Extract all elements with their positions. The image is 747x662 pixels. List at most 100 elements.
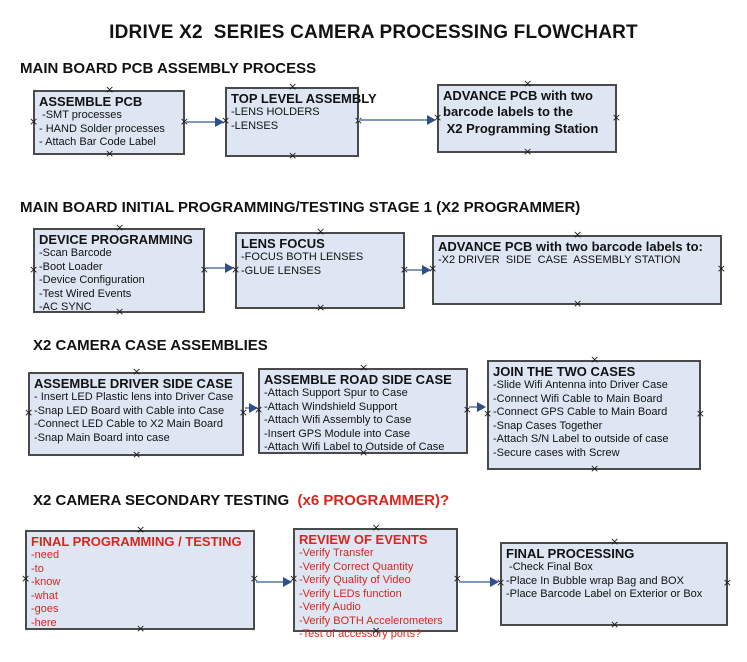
box-line: -Attach Windshield Support	[264, 400, 398, 413]
connector-anchor-icon: ×	[288, 149, 298, 162]
box-line: -Snap Main Board into case	[34, 431, 170, 444]
box-line: -Verify BOTH Accelerometers	[299, 614, 443, 627]
box-line: barcode labels to the	[443, 104, 574, 119]
connector-anchor-icon: ×	[238, 406, 248, 419]
box-line: -goes	[31, 603, 59, 615]
box-lines: -Check Final Box-Place In Bubble wrap Ba…	[506, 561, 723, 602]
flow-box-join-the-two-cases: ×××× JOIN THE TWO CASES -Slide Wifi Ante…	[483, 354, 705, 475]
box-line: -Connect LED Cable to X2 Main Board	[34, 418, 223, 430]
box-line: -Place In Bubble wrap Bag and BOX	[506, 574, 684, 587]
connector-anchor-icon: ×	[573, 228, 583, 241]
box-line: - Insert LED Plastic lens into Driver Ca…	[34, 391, 234, 403]
box-title: FINAL PROGRAMMING / TESTING	[31, 534, 242, 549]
flow-box-lens-focus: ×××× LENS FOCUS -FOCUS BOTH LENSES-GLUE …	[231, 226, 409, 313]
box-line: -Device Configuration	[39, 274, 145, 286]
box-line: X2 Programming Station	[443, 121, 599, 136]
section-heading-secondary-testing: X2 CAMERA SECONDARY TESTING (x6 PROGRAMM…	[33, 492, 449, 509]
box-line: -Boot Loader	[39, 260, 103, 273]
box-line: -FOCUS BOTH LENSES	[241, 251, 364, 263]
box-title: JOIN THE TWO CASES	[493, 364, 636, 379]
box-line: -to	[31, 562, 44, 575]
flow-box-assemble-pcb: ×××× ASSEMBLE PCB -SMT processes- HAND S…	[29, 84, 189, 160]
box-line: - HAND Solder processes	[39, 122, 165, 135]
connector-anchor-icon: ×	[722, 576, 732, 589]
box-line: -Verify Quality of Video	[299, 574, 411, 586]
box-title: TOP LEVEL ASSEMBLY	[231, 91, 377, 106]
section-heading-red-part: (x6 PROGRAMMER)?	[297, 492, 450, 509]
flow-arrow-icon	[256, 581, 290, 583]
box-line: -Verify LEDs function	[299, 587, 402, 600]
box-lines: barcode labels to the X2 Programming Sta…	[443, 103, 612, 137]
flow-box-assemble-road-side-case: ×××× ASSEMBLE ROAD SIDE CASE -Attach Sup…	[254, 362, 472, 458]
flow-box-final-processing: ×××× FINAL PROCESSING -Check Final Box-P…	[496, 536, 732, 630]
flow-box-top-level-assembly: ×××× TOP LEVEL ASSEMBLY -LENS HOLDERS-LE…	[221, 81, 377, 162]
box-title: ASSEMBLE PCB	[39, 94, 143, 109]
box-line: -AC SYNC	[39, 301, 92, 313]
connector-anchor-icon: ×	[523, 77, 533, 90]
connector-anchor-icon: ×	[132, 365, 142, 378]
box-lines: -Attach Support Spur to Case-Attach Wind…	[264, 387, 463, 455]
box-line: -Connect GPS Cable to Main Board	[493, 406, 668, 418]
connector-anchor-icon: ×	[590, 462, 600, 475]
box-line: -Verify Audio	[299, 601, 361, 613]
connector-anchor-icon: ×	[359, 361, 369, 374]
box-line: -LENSES	[231, 119, 279, 132]
box-line: -Verify Transfer	[299, 547, 374, 559]
connector-anchor-icon: ×	[316, 225, 326, 238]
connector-anchor-icon: ×	[695, 407, 705, 420]
flow-arrow-icon	[186, 121, 222, 123]
box-line: -Attach Support Spur to Case	[264, 387, 408, 399]
box-line: -Attach Wifi Assembly to Case	[264, 414, 412, 426]
box-line: -LENS HOLDERS	[231, 106, 320, 118]
section-heading-pcb-assembly: MAIN BOARD PCB ASSEMBLY PROCESS	[20, 60, 317, 77]
box-line: -Connect Wifi Cable to Main Board	[493, 392, 663, 405]
box-title: FINAL PROCESSING	[506, 546, 635, 561]
box-title: ADVANCE PCB with two	[443, 88, 593, 103]
box-line: -know	[31, 576, 61, 588]
connector-anchor-icon: ×	[105, 147, 115, 160]
connector-anchor-icon: ×	[132, 448, 142, 461]
box-line: -Verify Correct Quantity	[299, 560, 414, 573]
connector-anchor-icon: ×	[523, 145, 533, 158]
flow-box-device-programming: ×××× DEVICE PROGRAMMING -Scan Barcode-Bo…	[29, 222, 209, 317]
box-line: -Snap Cases Together	[493, 419, 603, 432]
flow-arrow-icon	[459, 581, 497, 583]
flow-box-review-of-events: ×××× REVIEW OF EVENTS -Verify Transfer-V…	[289, 522, 462, 640]
connector-anchor-icon: ×	[24, 406, 34, 419]
box-line: -Attach Wifi Label to Outside of Case	[264, 441, 445, 453]
connector-anchor-icon: ×	[288, 80, 298, 93]
flow-arrow-icon	[358, 119, 434, 121]
box-line: -Place Barcode Label on Exterior or Box	[506, 588, 703, 600]
connector-anchor-icon: ×	[573, 297, 583, 310]
box-title: LENS FOCUS	[241, 236, 325, 251]
box-line: -SMT processes	[39, 109, 122, 121]
box-line: -Check Final Box	[506, 561, 593, 573]
box-lines: -Verify Transfer-Verify Correct Quantity…	[299, 547, 453, 642]
box-line: -Test of accessory ports?	[299, 628, 422, 640]
box-line: -Attach S/N Label to outside of case	[493, 433, 669, 445]
box-line: -here	[31, 616, 57, 629]
connector-anchor-icon: ×	[115, 221, 125, 234]
box-lines: -SMT processes- HAND Solder processes- A…	[39, 109, 180, 150]
flow-box-advance-pcb-to-driver-side-station: ×××× ADVANCE PCB with two barcode labels…	[428, 229, 726, 310]
box-line: -Insert GPS Module into Case	[264, 427, 411, 440]
connector-anchor-icon: ×	[716, 262, 726, 275]
box-line: -GLUE LENSES	[241, 264, 322, 277]
box-line: -Secure cases with Screw	[493, 446, 620, 459]
connector-anchor-icon: ×	[371, 521, 381, 534]
section-heading-case-assemblies: X2 CAMERA CASE ASSEMBLIES	[33, 337, 268, 354]
box-line: -what	[31, 589, 58, 602]
connector-anchor-icon: ×	[29, 262, 39, 276]
connector-anchor-icon: ×	[136, 523, 146, 536]
box-lines: - Insert LED Plastic lens into Driver Ca…	[34, 391, 239, 445]
flow-arrow-icon	[206, 267, 232, 269]
box-lines: -FOCUS BOTH LENSES-GLUE LENSES	[241, 251, 400, 278]
flow-box-assemble-driver-side-case: ×××× ASSEMBLE DRIVER SIDE CASE - Insert …	[24, 366, 248, 461]
box-title: ASSEMBLE ROAD SIDE CASE	[264, 372, 452, 387]
box-line: - Attach Bar Code Label	[39, 136, 156, 148]
connector-anchor-icon: ×	[610, 535, 620, 548]
box-line: -X2 DRIVER SIDE CASE ASSEMBLY STATION	[438, 254, 681, 266]
box-title: DEVICE PROGRAMMING	[39, 232, 193, 247]
box-title: ADVANCE PCB with two barcode labels to:	[438, 239, 703, 254]
